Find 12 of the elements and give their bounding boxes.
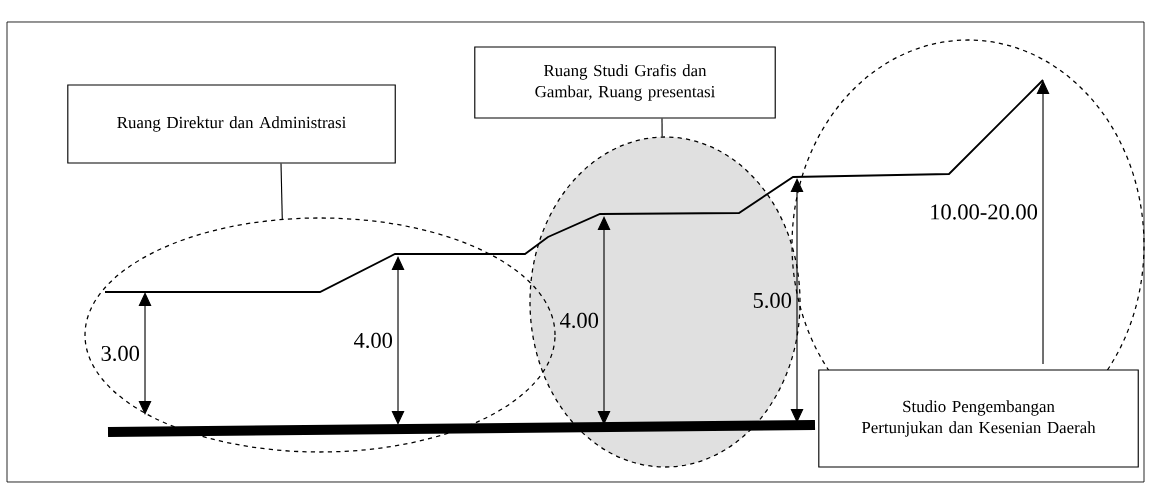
dimension-label: 5.00 [753, 292, 792, 309]
dimension-label: 10.00-20.00 [931, 204, 1038, 220]
dimension-label: 4.00 [354, 332, 393, 349]
label-box: Studio Pengembangan Pertunjukan dan Kesenian Daerah [818, 369, 1139, 468]
dimension-label: 4.00 [560, 312, 599, 329]
leader-line [661, 118, 663, 137]
dimension-label: 3.00 [101, 345, 140, 362]
label-box: Ruang Direktur dan Administrasi [67, 84, 396, 164]
label-box: Ruang Studi Grafis dan Gambar, Ruang presentasi [474, 46, 776, 119]
dashed-ellipse [84, 217, 556, 453]
leader-line [280, 163, 283, 220]
dashed-ellipse [529, 136, 801, 468]
